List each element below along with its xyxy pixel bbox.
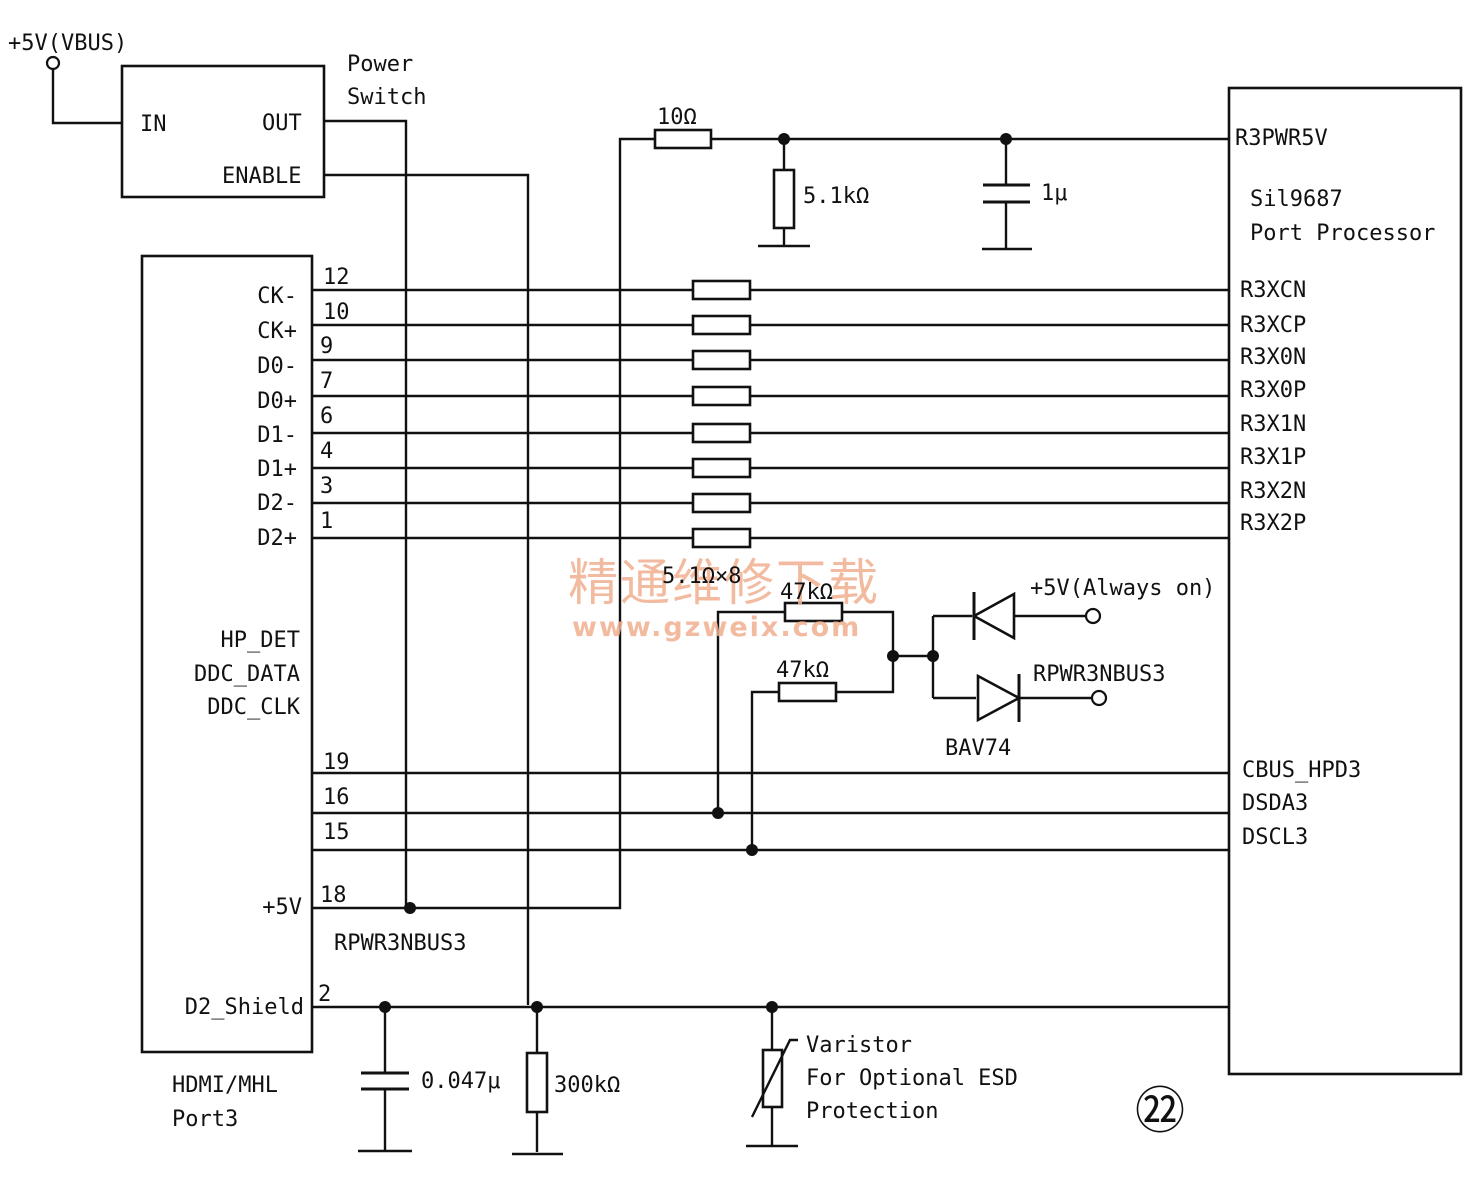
proc-pin-dsda: DSDA3 xyxy=(1242,791,1308,816)
resistor-47k-1 xyxy=(783,601,844,623)
proc-pin-label: R3X1P xyxy=(1240,445,1306,470)
resistor-10ohm xyxy=(653,128,713,150)
vbus-terminal xyxy=(45,55,61,71)
pin-number-16: 16 xyxy=(323,785,350,810)
pin-signal: D1+ xyxy=(257,457,297,482)
rpwr-terminal xyxy=(1090,689,1108,707)
pin-number: 7 xyxy=(320,369,333,394)
proc-pin-label: R3X2N xyxy=(1240,479,1306,504)
always-on-label: +5V(Always on) xyxy=(1030,576,1215,601)
r-array-label: 5.1Ω×8 xyxy=(662,564,741,589)
r-pullup-1-label: 47kΩ xyxy=(780,580,833,605)
power-switch-box xyxy=(120,64,326,199)
r-shield-label: 300kΩ xyxy=(554,1073,620,1098)
resistor-300k xyxy=(525,1051,549,1114)
diode-lower xyxy=(976,673,1022,723)
c-bypass-label: 1μ xyxy=(1041,181,1068,206)
vbus-label: +5V(VBUS) xyxy=(8,31,127,56)
capacitor-0047u xyxy=(361,1071,409,1091)
pin-number: 4 xyxy=(320,439,333,464)
shield-signal: D2_Shield xyxy=(185,995,304,1020)
resistor-array-r4 xyxy=(691,385,752,407)
diode-label: BAV74 xyxy=(945,736,1011,761)
resistor-47k-2 xyxy=(777,681,838,703)
proc-pin-dscl: DSCL3 xyxy=(1242,825,1308,850)
proc-name-1: Sil9687 xyxy=(1250,187,1343,212)
pin-signal: D0+ xyxy=(257,389,297,414)
figure-number: ㉒ xyxy=(1135,1082,1185,1140)
wires xyxy=(51,68,1232,1156)
resistor-array-r8 xyxy=(691,527,752,549)
watermark-cn: 精通维修下载 xyxy=(568,554,880,612)
ddc-data-label: DDC_DATA xyxy=(194,662,300,687)
proc-pin-cbus: CBUS_HPD3 xyxy=(1242,758,1361,783)
pin-signal: D2- xyxy=(257,491,297,516)
capacitor-1u xyxy=(983,183,1030,204)
proc-pin-label: R3XCP xyxy=(1240,313,1306,338)
resistor-array-r1 xyxy=(691,279,752,301)
proc-pin-label: R3X2P xyxy=(1240,511,1306,536)
pin-signal: CK+ xyxy=(257,319,297,344)
ddc-clk-label: DDC_CLK xyxy=(207,695,300,720)
switch-out-label: OUT xyxy=(262,111,302,136)
hdmi-connector-box xyxy=(140,254,314,1054)
resistor-array-r3 xyxy=(691,349,752,371)
pin-signal: D2+ xyxy=(257,526,297,551)
resistor-array-r6 xyxy=(691,457,752,479)
switch-in-label: IN xyxy=(140,112,167,137)
connector-pin-numbers: 12 10 9 7 6 4 3 1 xyxy=(320,265,350,534)
pin-signal: D1- xyxy=(257,423,297,448)
watermark-url: www.gzweix.com xyxy=(572,612,861,643)
proc-pin-label: R3XCN xyxy=(1240,278,1306,303)
pin-number-19: 19 xyxy=(323,750,350,775)
proc-name-2: Port Processor xyxy=(1250,221,1435,246)
r-pulldown-label: 5.1kΩ xyxy=(803,184,869,209)
pin-number: 12 xyxy=(323,265,350,290)
pin-signal: CK- xyxy=(257,284,297,309)
always-on-terminal xyxy=(1084,607,1102,625)
varistor-symbol xyxy=(750,1038,798,1118)
hp-det-label: HP_DET xyxy=(221,628,300,653)
pin-number-18: 18 xyxy=(320,883,347,908)
pin-number: 10 xyxy=(323,300,350,325)
junctions xyxy=(379,133,1012,1013)
r-series-label: 10Ω xyxy=(657,105,697,130)
r-pullup-2-label: 47kΩ xyxy=(776,658,829,683)
power-switch-title-1: Power xyxy=(347,52,413,77)
resistor-array-r7 xyxy=(691,492,752,514)
resistor-5k1 xyxy=(772,168,796,230)
pin-number: 1 xyxy=(320,509,333,534)
pin-number: 3 xyxy=(320,474,333,499)
rpwr-diode-label: RPWR3NBUS3 xyxy=(1033,662,1165,687)
proc-pwr-pin: R3PWR5V xyxy=(1235,126,1328,151)
connector-name-1: HDMI/MHL xyxy=(172,1073,278,1098)
diode-upper xyxy=(971,591,1016,641)
resistor-array-r2 xyxy=(691,314,752,336)
c-shield-label: 0.047μ xyxy=(421,1069,500,1094)
plus5v-signal: +5V xyxy=(262,895,302,920)
proc-pin-label: R3X0P xyxy=(1240,378,1306,403)
connector-signals: CK- CK+ D0- D0+ D1- D1+ D2- D2+ xyxy=(257,284,297,551)
proc-tmds-pins: R3XCN R3XCP R3X0N R3X0P R3X1N R3X1P R3X2… xyxy=(1240,278,1306,536)
proc-pin-label: R3X1N xyxy=(1240,412,1306,437)
resistor-array-r5 xyxy=(691,422,752,444)
rpwr-label: RPWR3NBUS3 xyxy=(334,931,466,956)
varistor-label-1: Varistor xyxy=(806,1033,912,1058)
connector-name-2: Port3 xyxy=(172,1107,238,1132)
varistor-label-3: Protection xyxy=(806,1099,938,1124)
proc-pin-label: R3X0N xyxy=(1240,345,1306,370)
pin-number: 9 xyxy=(320,334,333,359)
pin-number-15: 15 xyxy=(323,820,350,845)
power-switch-title-2: Switch xyxy=(347,85,426,110)
resistor-array xyxy=(691,279,752,549)
pin-signal: D0- xyxy=(257,354,297,379)
varistor-label-2: For Optional ESD xyxy=(806,1066,1018,1091)
pin-number: 6 xyxy=(320,404,333,429)
pin-number-2: 2 xyxy=(318,982,331,1007)
switch-enable-label: ENABLE xyxy=(222,164,301,189)
port-processor-box xyxy=(1227,86,1463,1076)
